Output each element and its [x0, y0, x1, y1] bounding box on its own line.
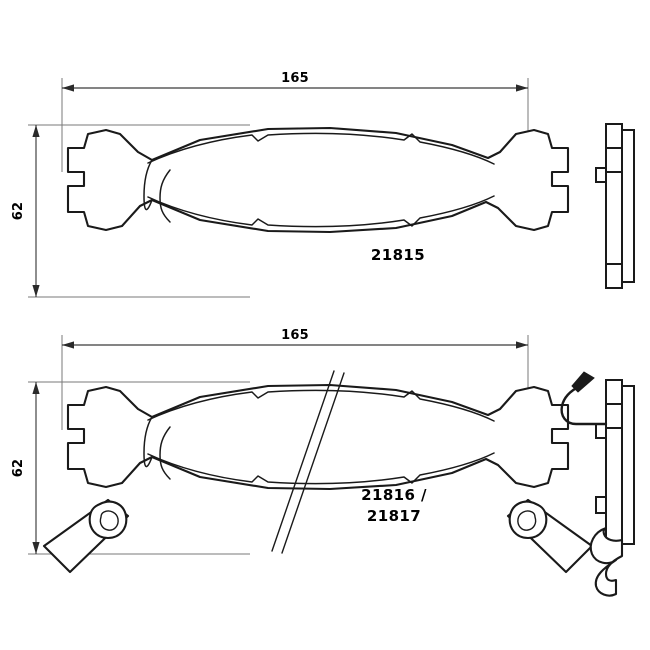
- lower-pad-side-view: [560, 371, 635, 597]
- lower-length-arrow-left: [62, 341, 74, 349]
- lower-tab-right-eye: [508, 500, 548, 540]
- upper-pad-backing-plate: [66, 126, 570, 234]
- lower-pad-part-number-line-1: 21816 /: [361, 486, 427, 504]
- upper-length-arrow-right: [516, 84, 528, 92]
- upper-height-arrow-top: [32, 125, 40, 137]
- lower-length-arrow-right: [516, 341, 528, 349]
- lower-pad-backing-plate: [66, 383, 570, 491]
- lower-length-label: 165: [281, 328, 309, 343]
- lower-tab-left-eye: [88, 500, 128, 540]
- lower-side-top-ear: [605, 379, 623, 405]
- upper-side-retaining-lug: [595, 167, 607, 183]
- upper-pad-inner-contour: [159, 169, 171, 223]
- lower-slot-edge-b: [281, 372, 345, 554]
- lower-side-wear-sensor-wire: [560, 384, 608, 426]
- upper-pad-side-view: [595, 123, 635, 289]
- lower-height-arrow-bottom: [32, 542, 40, 554]
- lower-side-sensor-connector: [571, 371, 595, 393]
- upper-length-label: 165: [281, 71, 309, 86]
- upper-length-arrow-left: [62, 84, 74, 92]
- lower-height-dimension: 62: [11, 381, 250, 555]
- lower-side-retaining-lug-lower: [595, 496, 607, 514]
- lower-pad-wear-slot: [271, 370, 345, 554]
- lower-pad-friction-edge-top: [147, 389, 495, 422]
- lower-pad-inner-contour-left: [159, 426, 171, 480]
- lower-pad-retaining-tab-right: [506, 498, 594, 574]
- upper-height-arrow-bottom: [32, 285, 40, 297]
- lower-tab-right-hole: [517, 510, 537, 531]
- lower-slot-edge-a: [271, 370, 335, 552]
- upper-height-label: 62: [11, 202, 26, 221]
- lower-side-spring-clip: [589, 526, 624, 597]
- upper-pad-friction-edge-top: [147, 132, 495, 165]
- upper-pad-part-number: 21815: [371, 246, 425, 264]
- lower-pad-friction-edge-bottom: [147, 452, 495, 485]
- upper-side-friction-lining: [621, 129, 635, 283]
- upper-pad-friction-edge-bottom: [147, 195, 495, 228]
- lower-height-arrow-top: [32, 382, 40, 394]
- lower-side-friction-lining: [621, 385, 635, 545]
- upper-side-bottom-ear: [605, 263, 623, 289]
- upper-length-dimension: 165: [61, 71, 529, 172]
- upper-side-top-ear: [605, 123, 623, 149]
- lower-side-retaining-lug-upper: [595, 423, 607, 439]
- lower-side-backing-plate: [605, 379, 623, 551]
- upper-height-dimension: 62: [11, 124, 250, 298]
- upper-brake-pad-assembly: 165 62 21815: [11, 71, 635, 298]
- lower-pad-part-number-line-2: 21817: [367, 507, 421, 525]
- lower-brake-pad-assembly: 165 62: [11, 328, 635, 597]
- lower-tab-left-hole: [99, 510, 119, 531]
- upper-pad-friction-block: [143, 159, 153, 211]
- lower-height-label: 62: [11, 459, 26, 478]
- lower-pad-retaining-tab-left: [42, 498, 130, 574]
- lower-pad-friction-block-left: [143, 416, 153, 468]
